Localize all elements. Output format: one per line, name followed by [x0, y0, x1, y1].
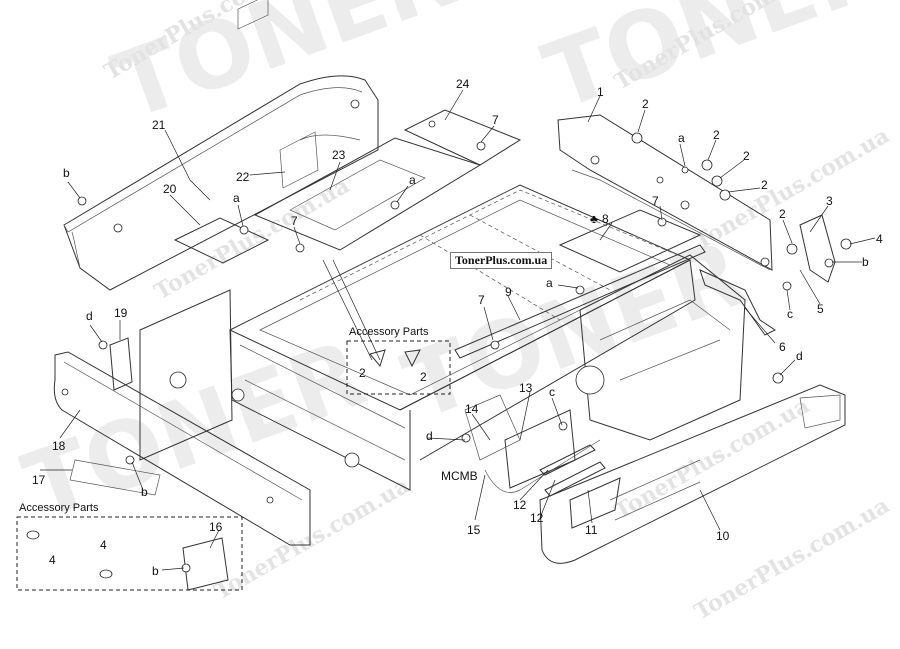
part-24-top-plate [403, 109, 522, 166]
label-part-23: 23 [332, 148, 346, 162]
part-21-left-top-cover [63, 0, 379, 291]
label-part-10: 10 [716, 529, 730, 543]
left-side-plate [139, 289, 360, 468]
accessory-box-top-item-1: 2 [359, 366, 366, 380]
label-part-12b: 12 [530, 511, 544, 525]
label-part-18: 18 [52, 439, 66, 453]
part-1-right-cover [557, 114, 773, 271]
label-part-5: 5 [817, 302, 824, 316]
label-d-2: d [796, 349, 803, 363]
label-c-1: c [787, 307, 793, 321]
part-6-bracket [699, 269, 776, 336]
watermark: TONER TONER TONER TONER TonerPlus.com.ua… [11, 0, 898, 625]
label-b-2: b [862, 255, 869, 269]
part-16-bracket [182, 537, 229, 591]
label-b-1: b [63, 166, 70, 180]
label-part-1: 1 [597, 85, 604, 99]
callout-labels: 1 2 2 2 2 2 3 4 5 6 7 7 7 7 8 9 10 11 12… [32, 77, 883, 578]
accessory-box-top-title: Accessory Parts [349, 326, 429, 338]
label-part-7b: 7 [291, 214, 298, 228]
label-a-1: a [678, 131, 685, 145]
label-part-6: 6 [779, 340, 786, 354]
label-part-7c: 7 [652, 194, 659, 208]
label-part-2d: 2 [761, 178, 768, 192]
club-symbol: ♣ [590, 212, 598, 226]
label-d-1: d [86, 309, 93, 323]
label-part-2e: 2 [779, 207, 786, 221]
accessory-box-bottom-title: Accessory Parts [19, 502, 99, 514]
watermark-site-7: TonerPlus.com.ua [690, 493, 894, 626]
label-a-4: a [546, 276, 553, 290]
label-c-2: c [549, 385, 555, 399]
label-mcmb: MCMB [441, 469, 478, 483]
site-label: TonerPlus.com.ua [450, 252, 553, 269]
screws [77, 132, 852, 573]
part-11-12-strips [539, 444, 621, 529]
watermark-site-6: TonerPlus.com.ua [210, 473, 414, 606]
watermark-site-4: TonerPlus.com.ua [150, 173, 354, 306]
leader-lines [40, 89, 876, 571]
part-19-bracket [109, 337, 133, 391]
part-20-plate [173, 217, 270, 264]
label-part-12a: 12 [513, 498, 527, 512]
label-b-4: b [152, 564, 159, 578]
label-b-3: b [141, 485, 148, 499]
label-part-2b: 2 [713, 128, 720, 142]
label-part-13: 13 [519, 381, 533, 395]
label-a-2: a [233, 191, 240, 205]
watermark-site-3: TonerPlus.com.ua [690, 123, 894, 256]
part-18-lower-left-cover [53, 351, 311, 546]
part-9-bar [454, 244, 706, 359]
label-part-7d: 7 [478, 293, 485, 307]
part-10-lower-right-cover [539, 384, 846, 564]
label-part-3: 3 [826, 194, 833, 208]
accessory-box-top: Accessory Parts 2 2 [346, 326, 451, 395]
part-3-bracket [799, 214, 836, 283]
accessory-box-bottom-item-2: 4 [100, 538, 107, 552]
label-part-7a: 7 [492, 113, 499, 127]
label-part-2c: 2 [743, 149, 750, 163]
part-8-plate [558, 209, 702, 273]
label-part-8: 8 [602, 212, 609, 226]
label-part-21: 21 [152, 118, 166, 132]
label-part-15: 15 [467, 523, 481, 537]
label-part-24: 24 [456, 77, 470, 91]
label-d-3: d [426, 429, 433, 443]
label-part-20: 20 [163, 182, 177, 196]
accessory-box-top-item-2: 2 [420, 370, 427, 384]
label-part-2a: 2 [642, 97, 649, 111]
right-chassis [575, 254, 746, 441]
part-23-panel [253, 137, 482, 251]
accessory-box-bottom: Accessory Parts 4 4 [16, 502, 243, 591]
label-part-22: 22 [236, 170, 250, 184]
label-part-17: 17 [32, 473, 46, 487]
part-17-label [69, 459, 161, 496]
label-part-4: 4 [876, 232, 883, 246]
label-part-9: 9 [505, 285, 512, 299]
accessory-box-bottom-item-1: 4 [49, 553, 56, 567]
label-part-14: 14 [465, 402, 479, 416]
label-part-16: 16 [209, 520, 223, 534]
label-part-19: 19 [114, 306, 128, 320]
label-part-11: 11 [585, 523, 598, 537]
label-a-3: a [409, 173, 416, 187]
